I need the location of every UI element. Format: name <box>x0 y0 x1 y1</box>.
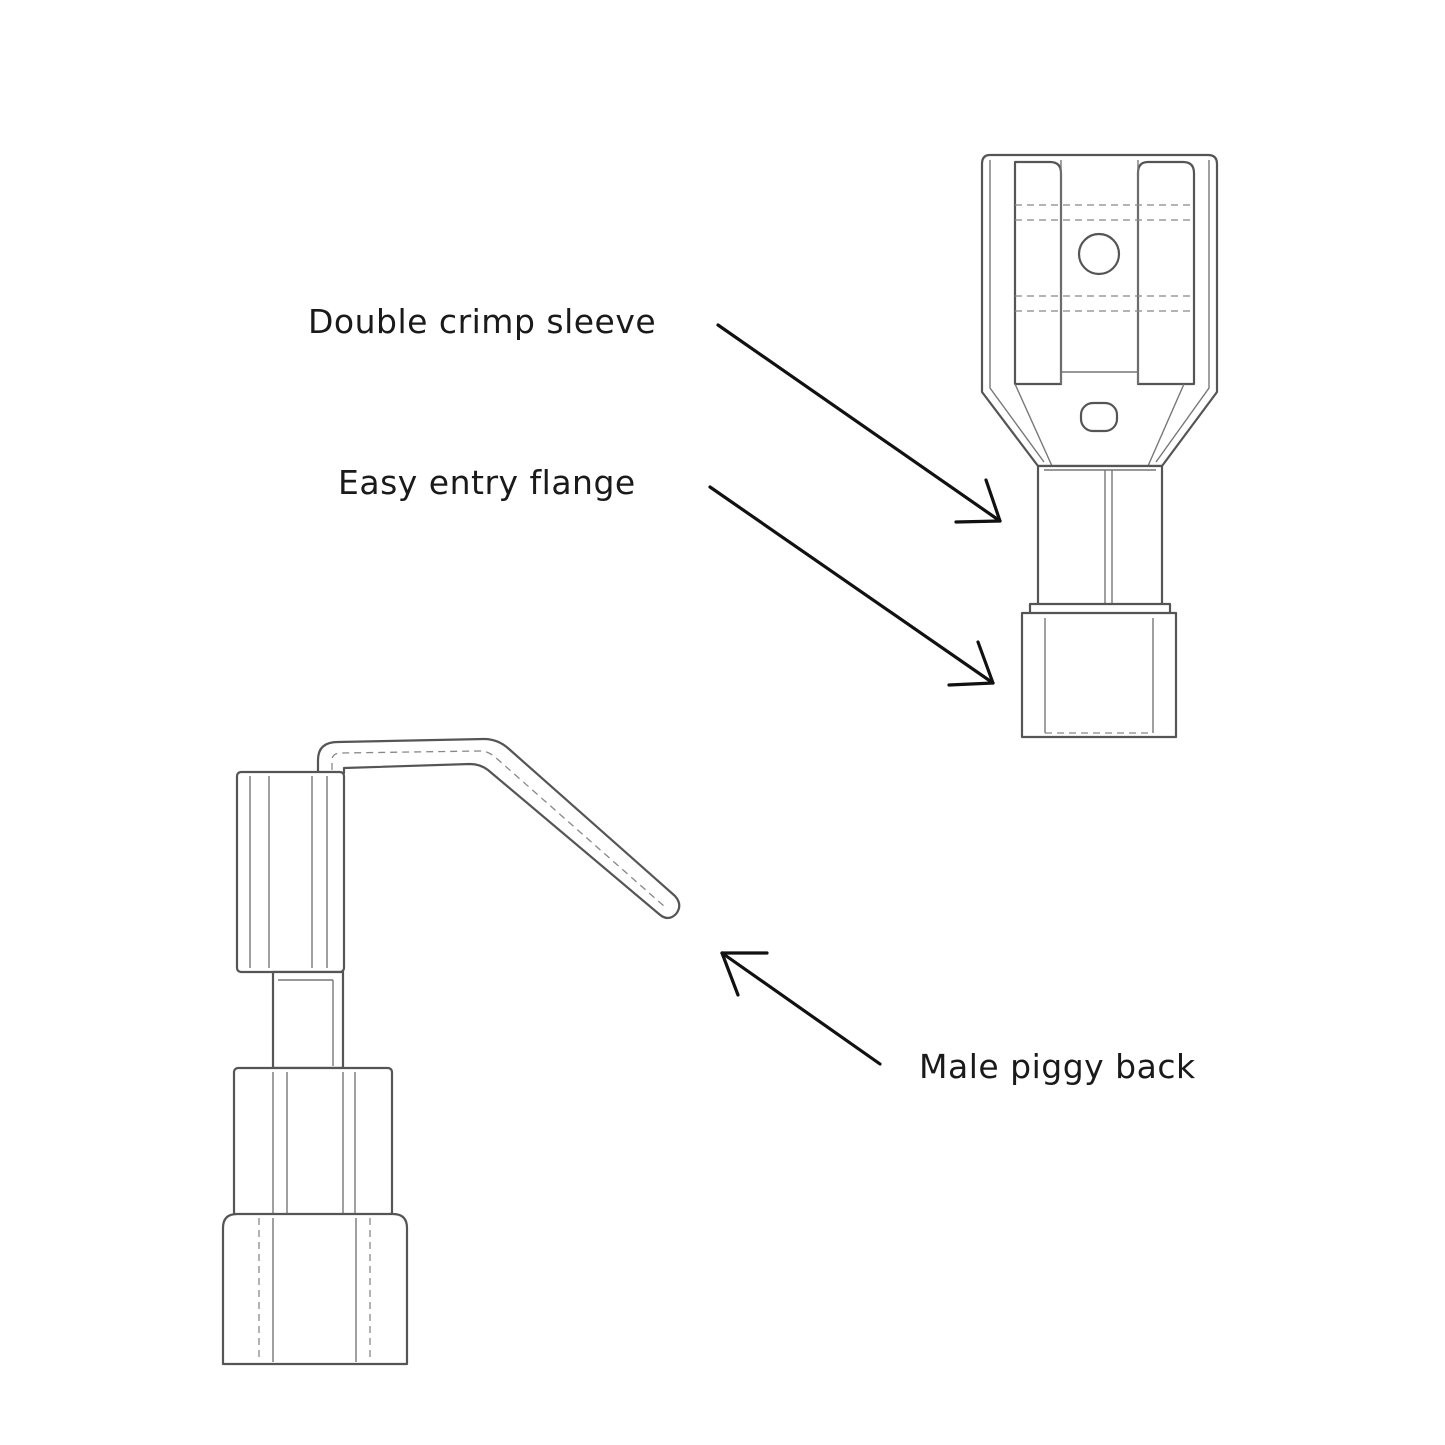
male-piggy-arrow-head <box>720 951 769 997</box>
piggy-female-head <box>235 770 346 974</box>
piggy-neck <box>271 970 345 1070</box>
piggy-upper-sleeve <box>232 1066 394 1218</box>
double-crimp-arrow-shaft <box>716 323 1002 523</box>
male-piggy-arrow <box>720 951 882 1066</box>
piggy-back-terminal-drawing <box>221 737 681 1366</box>
male-tab-hidden <box>331 750 666 908</box>
double-crimp-arrow <box>716 323 1002 524</box>
detent-hole <box>1077 232 1121 276</box>
flange-line-right <box>1147 383 1185 467</box>
left-curl <box>1013 160 1063 386</box>
insulation-sleeve <box>1020 611 1178 739</box>
crimp-barrel <box>1036 464 1164 608</box>
flange-line-left <box>1014 383 1053 467</box>
double-crimp-arrow-head <box>954 478 1002 524</box>
right-curl <box>1136 160 1196 386</box>
piggy-lower-sleeve <box>221 1212 409 1366</box>
male-tab <box>316 737 681 920</box>
plate-lower <box>1060 371 1139 384</box>
male-piggy-arrow-shaft <box>720 951 882 1066</box>
easy-entry-arrow <box>708 485 995 687</box>
label-double-crimp-sleeve: Double crimp sleeve <box>308 302 657 341</box>
label-male-piggy-back: Male piggy back <box>919 1047 1196 1086</box>
receptacle-inner-frame <box>989 160 1210 463</box>
plate-slot <box>1079 401 1119 433</box>
easy-entry-arrow-head <box>947 640 995 687</box>
easy-entry-arrow-shaft <box>708 485 995 685</box>
female-terminal-drawing <box>980 153 1219 739</box>
label-easy-entry-flange: Easy entry flange <box>338 463 636 502</box>
